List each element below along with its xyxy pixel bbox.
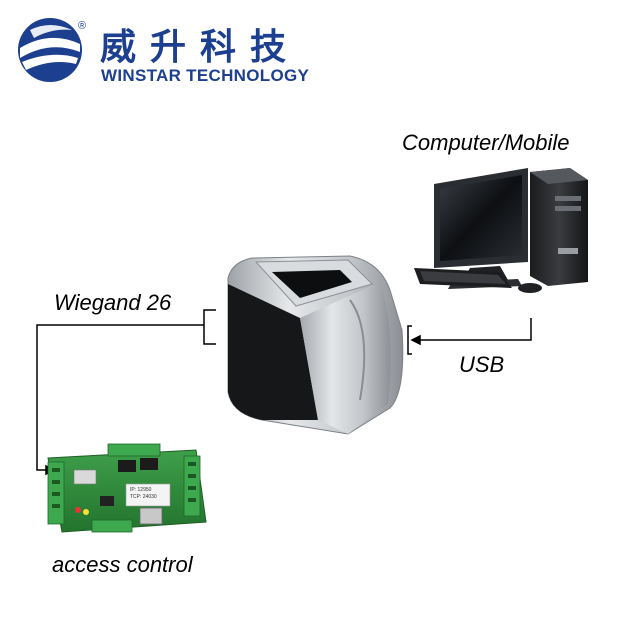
registered-mark: ® [78, 20, 87, 32]
access-control-board-image [47, 443, 207, 533]
computer-tower-image [530, 168, 588, 286]
fingerprint-reader-image [227, 255, 404, 435]
access-control-label: access control [52, 552, 193, 577]
logo-english-name: WINSTAR TECHNOLOGY [101, 66, 310, 85]
board-label-line-1: IP: 12950 [130, 487, 152, 493]
wiegand-26-label: Wiegand 26 [54, 290, 172, 315]
keyboard-image [414, 268, 512, 288]
usb-connection-line [407, 318, 532, 355]
board-label-text: IP: 12950 TCP: 24030 [130, 487, 157, 501]
logo-chinese-name: 威升科技 [100, 27, 301, 68]
mouse-image [518, 283, 542, 293]
logo-globe-icon [18, 18, 82, 82]
board-label-line-2: TCP: 24030 [130, 494, 157, 500]
computer-mobile-label: Computer/Mobile [402, 130, 570, 155]
usb-label: USB [459, 352, 505, 377]
board-label [125, 483, 171, 507]
